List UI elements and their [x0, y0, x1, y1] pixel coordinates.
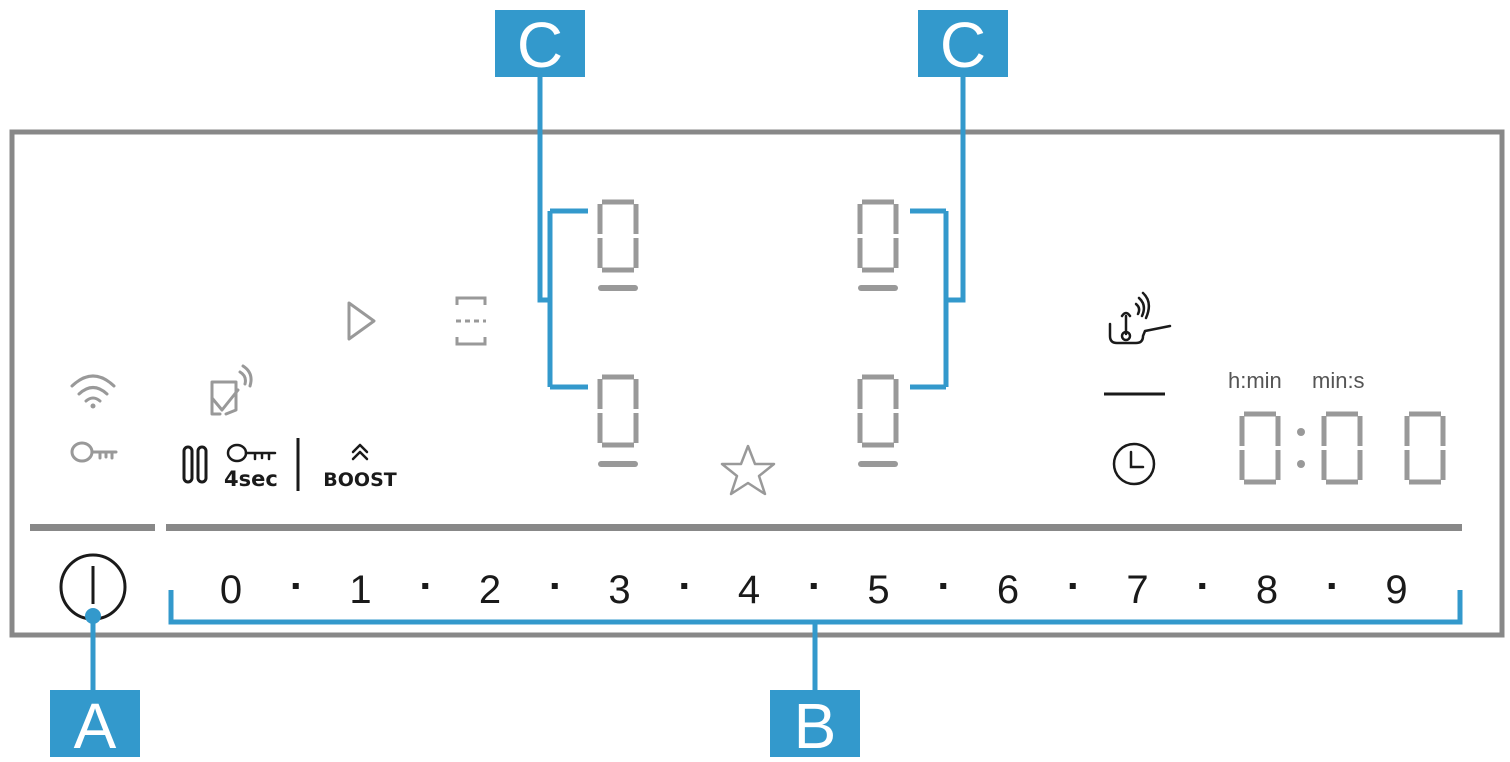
slider-separator-dot: [1328, 583, 1335, 589]
favorite-star-icon[interactable]: [720, 444, 776, 496]
zone-display-bottom-left: 0: [597, 374, 639, 467]
childlock-duration: 4sec: [224, 467, 278, 491]
zone-display-bottom-right: 0: [857, 374, 899, 467]
zone-display-top-left: 0: [597, 199, 639, 291]
slider-level-3[interactable]: 3: [608, 568, 630, 612]
slider-level-8[interactable]: 8: [1256, 568, 1278, 612]
timer-digit-3-value: 0: [1425, 451, 1426, 453]
callout-b-box: [770, 690, 860, 757]
timer-colon: [1297, 428, 1305, 468]
callout-c-right-box: [918, 10, 1008, 77]
slider-level-4[interactable]: 4: [738, 568, 760, 612]
slider-separator-dot: [1069, 583, 1076, 589]
callout-b: B: [168, 590, 1463, 762]
slider-separator-dot: [940, 583, 947, 589]
zone-value-bottom-right: 0: [878, 414, 879, 416]
timer-digit-1-value: 0: [1260, 451, 1261, 453]
key-icon[interactable]: [70, 441, 118, 463]
zone-underline-bottom-left: [598, 461, 638, 467]
timer-unit-hmin: h:min: [1228, 368, 1282, 393]
zone-value-top-left: 0: [618, 239, 619, 241]
callout-a-box: [50, 690, 140, 757]
flex-zone-icon[interactable]: [455, 296, 487, 346]
childlock-key-icon: [226, 443, 277, 463]
timer-digit-1: 0: [1239, 411, 1281, 485]
slider-level-6[interactable]: 6: [997, 568, 1019, 612]
zone-underline-bottom-right: [858, 461, 898, 467]
play-icon[interactable]: [347, 301, 376, 341]
boost-label: BOOST: [323, 469, 396, 491]
callout-c-left-box: [495, 10, 585, 77]
timer-unit-mins: min:s: [1312, 368, 1365, 393]
childlock-button[interactable]: 4sec: [224, 443, 278, 491]
callout-c-right-leader: [910, 77, 966, 390]
slider-level-0[interactable]: 0: [220, 568, 242, 612]
callout-c-left-label: C: [517, 9, 563, 81]
slider-level-5[interactable]: 5: [867, 568, 889, 612]
slider-separator-dot: [422, 583, 429, 589]
boost-button[interactable]: BOOST: [323, 443, 397, 491]
timer-digit-2: 0: [1321, 411, 1363, 485]
pan-sensor-icon[interactable]: [1108, 291, 1172, 345]
slider-separator-dot: [292, 583, 299, 589]
slider-level-1[interactable]: 1: [349, 568, 371, 612]
slider-separator-dot: [551, 583, 558, 589]
callout-b-label: B: [794, 690, 837, 762]
timer-digit-3: 0: [1404, 411, 1446, 485]
zone-underline-top-left: [598, 285, 638, 291]
slider-level-2[interactable]: 2: [479, 568, 501, 612]
slider-separator-dot: [681, 583, 688, 589]
clock-icon[interactable]: [1112, 442, 1156, 486]
slider-level-9[interactable]: 9: [1385, 568, 1407, 612]
slider-separator-dot: [810, 583, 817, 589]
slider-level-7[interactable]: 7: [1126, 568, 1148, 612]
callout-c-right-label: C: [940, 9, 986, 81]
timer-digit-2-value: 0: [1342, 451, 1343, 453]
boost-chevrons-icon: [351, 443, 369, 461]
callout-c-right: C: [910, 9, 1008, 390]
power-level-slider[interactable]: 0 1 2 3 4 5 6 7 8 9: [220, 568, 1408, 612]
callout-c-left-leader: [537, 77, 588, 390]
panel-frame: [9, 129, 1505, 638]
slider-divider-bar: [166, 524, 1462, 531]
wifi-icon[interactable]: [70, 374, 116, 409]
zone-underline-top-right: [858, 285, 898, 291]
slider-separator-dot: [1199, 583, 1206, 589]
callout-a: A: [50, 608, 140, 762]
zone-value-bottom-left: 0: [618, 414, 619, 416]
callout-a-label: A: [74, 690, 117, 762]
power-divider-bar: [30, 524, 155, 531]
pause-icon[interactable]: [182, 445, 208, 484]
zone-value-top-right: 0: [878, 239, 879, 241]
callout-c-left: C: [495, 9, 588, 390]
remote-start-icon[interactable]: [210, 364, 253, 416]
zone-display-top-right: 0: [857, 199, 899, 291]
